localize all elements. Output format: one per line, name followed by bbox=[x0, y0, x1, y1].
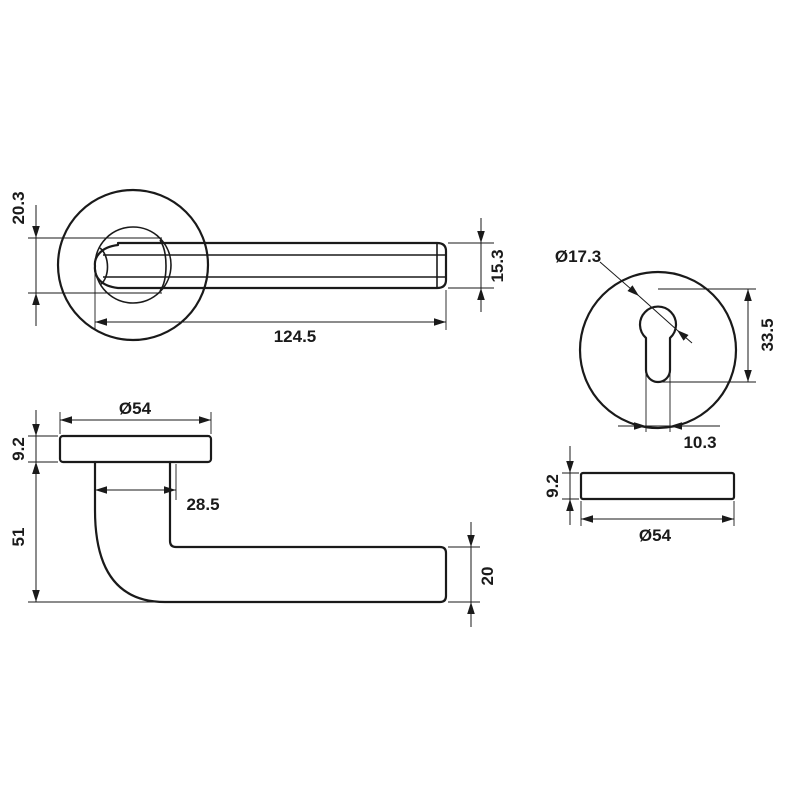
dim-top-rose-diameter: Ø54 bbox=[59, 399, 212, 434]
label-lever-thickness: 15.3 bbox=[488, 249, 507, 282]
escutcheon-plate bbox=[579, 471, 736, 501]
dim-keyhole-height: 33.5 bbox=[658, 288, 777, 383]
dim-neck-width: 28.5 bbox=[94, 464, 220, 514]
dim-lever-thickness: 15.3 bbox=[448, 218, 507, 312]
label-top-rose-diameter: Ø54 bbox=[119, 399, 152, 418]
dim-escutcheon-thickness: 9.2 bbox=[543, 446, 579, 525]
label-escutcheon-thickness: 9.2 bbox=[543, 474, 562, 498]
label-neck-width: 28.5 bbox=[186, 495, 219, 514]
dim-grip-height: 20 bbox=[448, 522, 497, 627]
label-side-rose-height: 20.3 bbox=[9, 191, 28, 224]
lever-neck-curve bbox=[159, 239, 167, 292]
dim-lever-length: 124.5 bbox=[94, 268, 447, 346]
label-grip-height: 20 bbox=[478, 567, 497, 586]
label-top-rose-thickness: 9.2 bbox=[9, 437, 28, 461]
lever-profile bbox=[93, 460, 448, 604]
lever-neck-curve bbox=[99, 247, 109, 286]
label-lever-length: 124.5 bbox=[274, 327, 317, 346]
escutcheon-view bbox=[578, 270, 738, 430]
dim-keyhole-width: 10.3 bbox=[618, 372, 720, 452]
front-view-lever bbox=[56, 188, 448, 342]
dim-handle-height: 51 bbox=[9, 462, 163, 603]
escutcheon-outer bbox=[578, 270, 738, 430]
dim-keyhole-diameter: Ø17.3 bbox=[555, 247, 693, 344]
lever-body bbox=[93, 241, 448, 290]
top-rose bbox=[58, 434, 213, 464]
label-keyhole-height: 33.5 bbox=[758, 318, 777, 351]
keyhole-profile bbox=[638, 305, 678, 384]
label-keyhole-width: 10.3 bbox=[683, 433, 716, 452]
dim-top-rose-thickness: 9.2 bbox=[9, 410, 58, 490]
label-handle-height: 51 bbox=[9, 528, 28, 547]
label-keyhole-diameter: Ø17.3 bbox=[555, 247, 601, 266]
label-escutcheon-diameter: Ø54 bbox=[639, 526, 672, 545]
top-view-lever bbox=[58, 434, 448, 604]
dim-escutcheon-diameter: Ø54 bbox=[580, 501, 735, 545]
front-rose-outer bbox=[56, 188, 210, 342]
dim-side-rose-height: 20.3 bbox=[9, 191, 162, 326]
escutcheon-side-view bbox=[579, 471, 736, 501]
